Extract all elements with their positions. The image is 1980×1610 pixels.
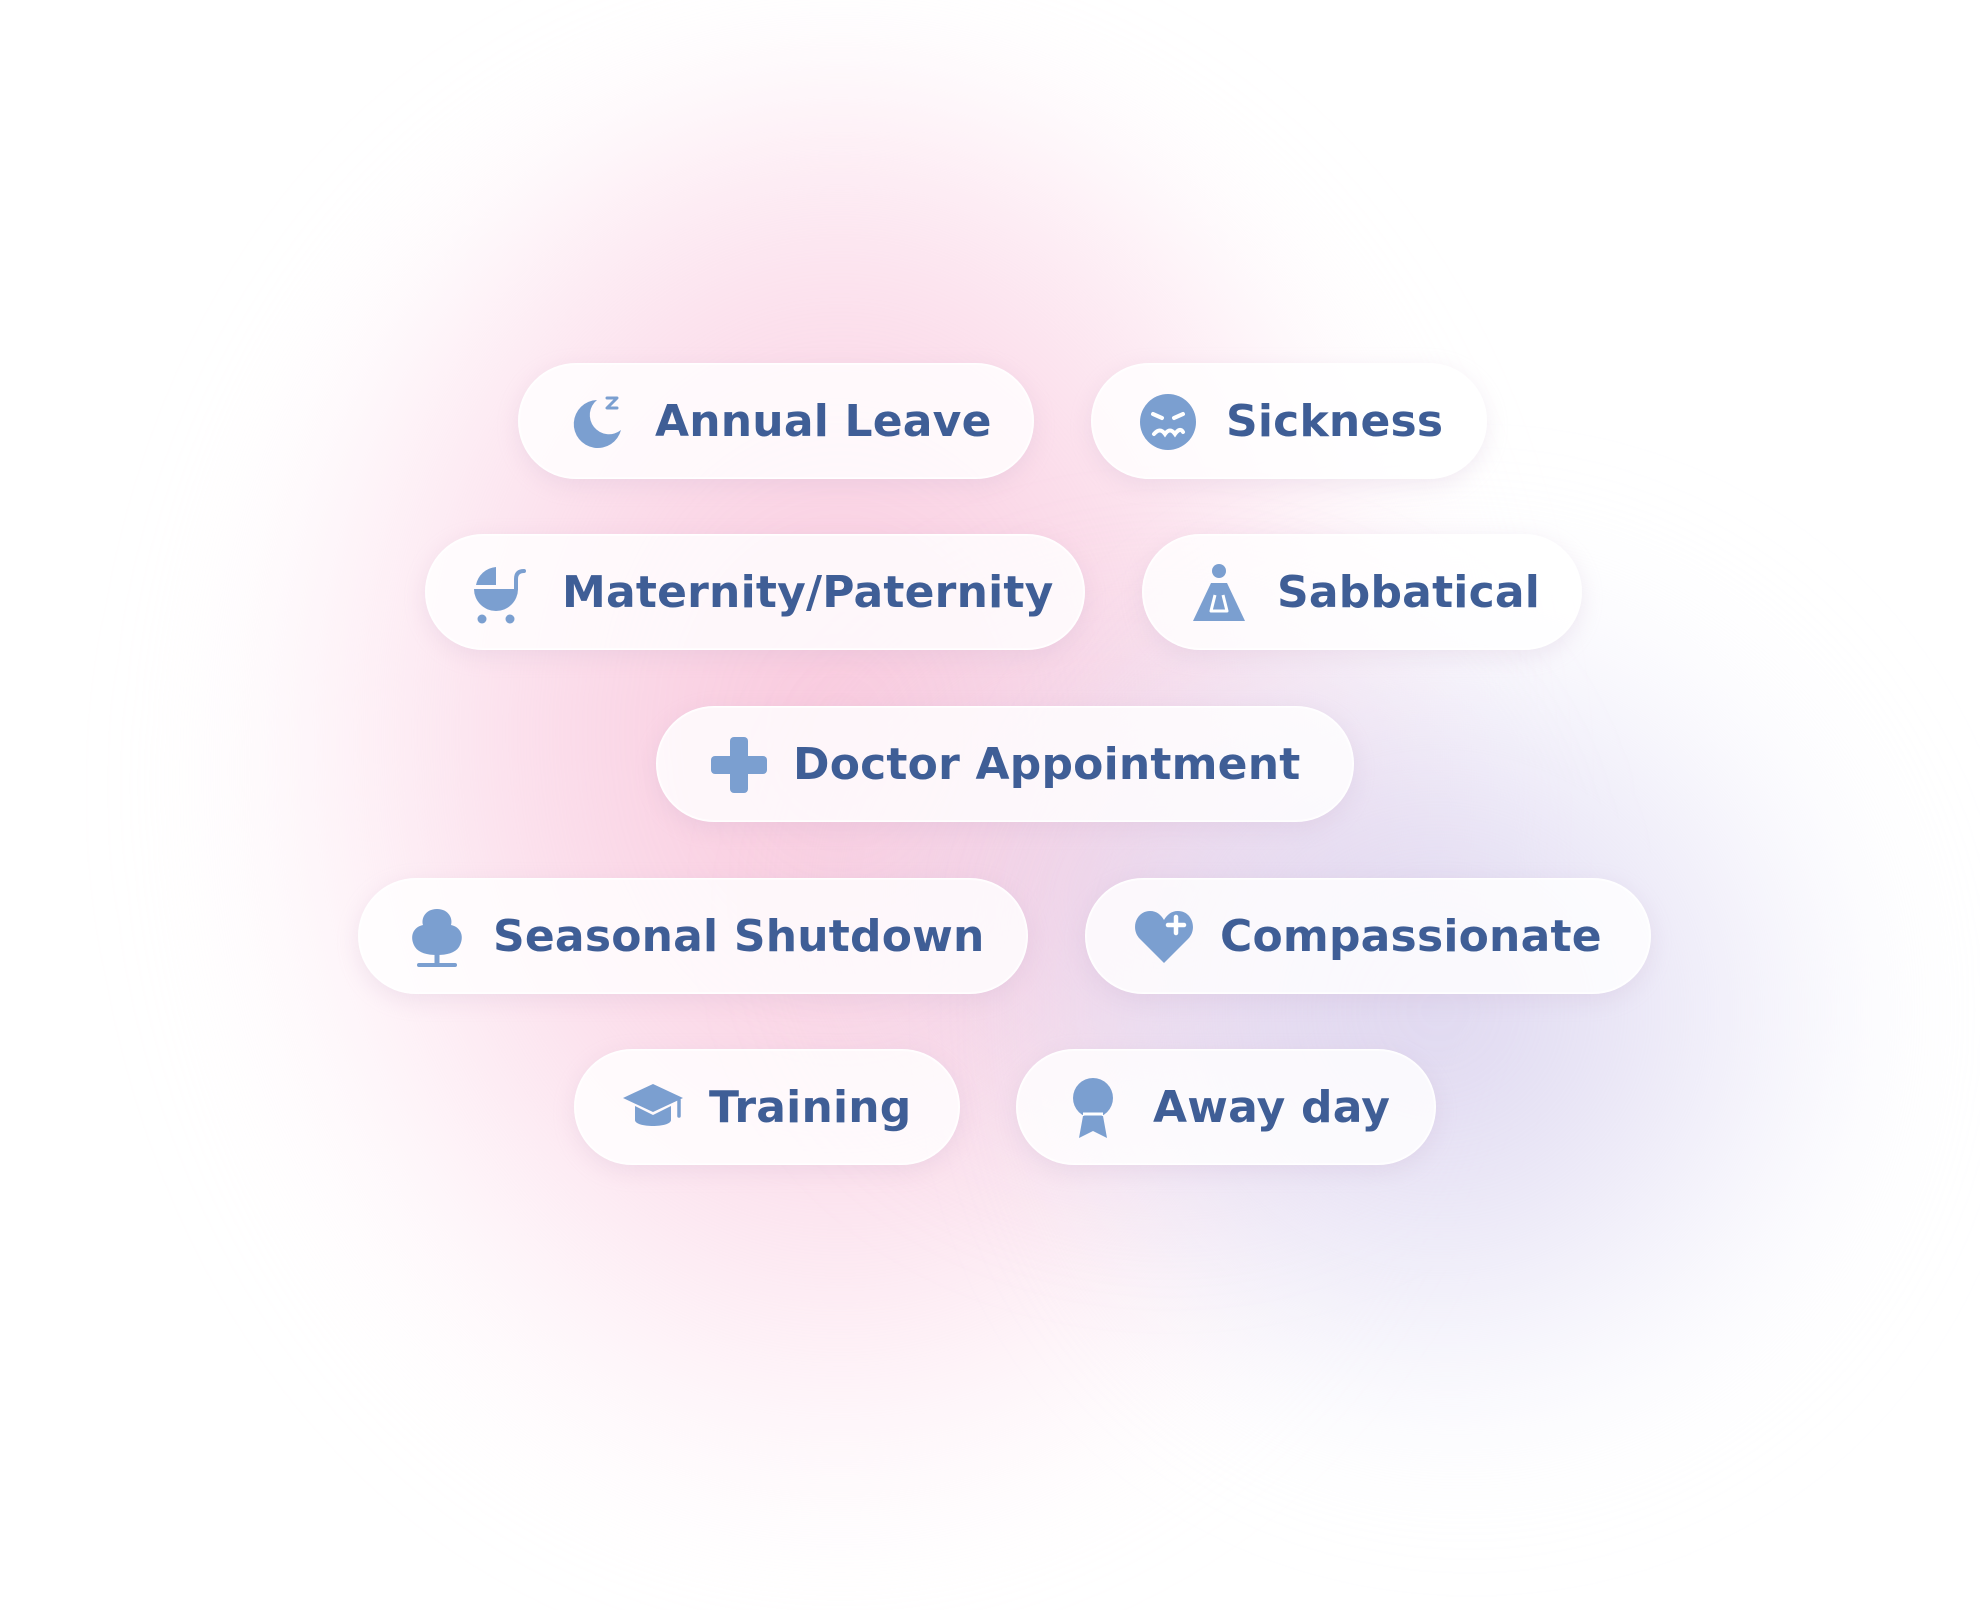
medical-cross-icon: [707, 707, 771, 823]
leave-chip-annual-leave[interactable]: Annual Leave: [518, 363, 1034, 479]
moon-sleep-icon: [563, 364, 627, 480]
leave-chip-doctor-appointment[interactable]: Doctor Appointment: [656, 706, 1354, 822]
leave-chip-seasonal-shutdown[interactable]: Seasonal Shutdown: [358, 878, 1028, 994]
heart-plus-icon: [1132, 879, 1196, 995]
tree-icon: [405, 879, 469, 995]
leave-chip-sickness[interactable]: Sickness: [1091, 363, 1487, 479]
graduation-cap-icon: [621, 1050, 685, 1166]
leave-chip-label: Away day: [1153, 1082, 1391, 1133]
leave-chip-sabbatical[interactable]: Sabbatical: [1142, 534, 1582, 650]
leave-chip-label: Maternity/Paternity: [562, 567, 1054, 618]
leave-chip-label: Training: [709, 1082, 912, 1133]
sick-face-icon: [1136, 364, 1200, 480]
leave-chip-label: Sickness: [1226, 396, 1444, 447]
background-glow-lavender: [1060, 560, 1900, 1460]
leave-chip-compassionate[interactable]: Compassionate: [1085, 878, 1651, 994]
leave-chip-label: Annual Leave: [655, 396, 992, 447]
leave-chip-maternity-paternity[interactable]: Maternity/Paternity: [425, 534, 1085, 650]
meditation-person-icon: [1187, 535, 1251, 651]
leave-chip-training[interactable]: Training: [574, 1049, 960, 1165]
leave-chip-label: Compassionate: [1220, 911, 1602, 962]
leave-chip-label: Seasonal Shutdown: [493, 911, 985, 962]
baby-stroller-icon: [466, 535, 530, 651]
award-ribbon-icon: [1061, 1050, 1125, 1166]
leave-chip-away-day[interactable]: Away day: [1016, 1049, 1436, 1165]
leave-chip-label: Sabbatical: [1277, 567, 1541, 618]
leave-chip-label: Doctor Appointment: [793, 739, 1301, 790]
